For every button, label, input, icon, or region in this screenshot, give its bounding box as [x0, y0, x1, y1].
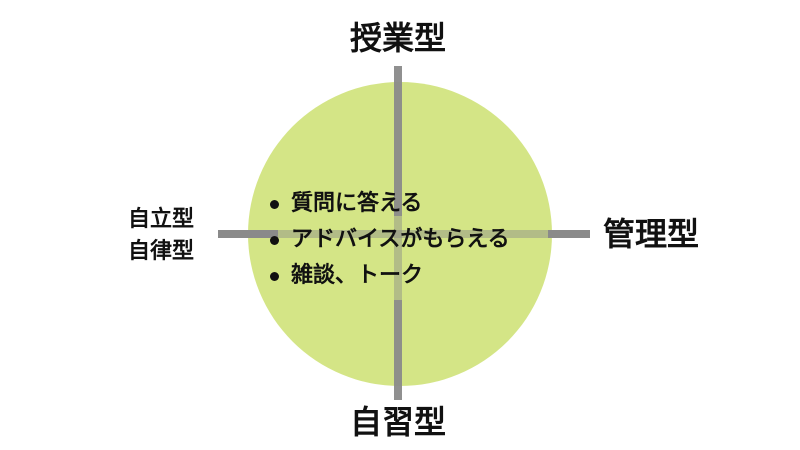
list-item: アドバイスがもらえる [270, 222, 510, 258]
list-item-text: 質問に答える [291, 191, 423, 216]
bullet-icon [270, 199, 279, 209]
left-axis-label-line-2: 自律型 [128, 239, 195, 264]
left-axis-label: 自立型 自律型 [128, 204, 194, 268]
vertical-axis-top [394, 66, 402, 216]
feature-list: 質問に答える アドバイスがもらえる 雑談、トーク [270, 186, 510, 294]
horizontal-axis-left [218, 230, 278, 238]
top-axis-label: 授業型 [349, 19, 446, 57]
left-axis-label-line-1: 自立型 [128, 207, 195, 232]
bullet-icon [270, 271, 279, 281]
list-item-text: 雑談、トーク [291, 263, 424, 288]
horizontal-axis-center [278, 230, 548, 238]
bullet-icon [270, 235, 279, 245]
list-item-text: アドバイスがもらえる [291, 227, 510, 252]
bottom-axis-label: 自習型 [349, 403, 446, 441]
vertical-axis-bottom [394, 300, 402, 400]
horizontal-axis-right [548, 230, 590, 238]
list-item: 質問に答える [270, 186, 510, 222]
vertical-axis-center [394, 216, 402, 300]
right-axis-label: 管理型 [603, 215, 700, 253]
list-item: 雑談、トーク [270, 258, 510, 294]
